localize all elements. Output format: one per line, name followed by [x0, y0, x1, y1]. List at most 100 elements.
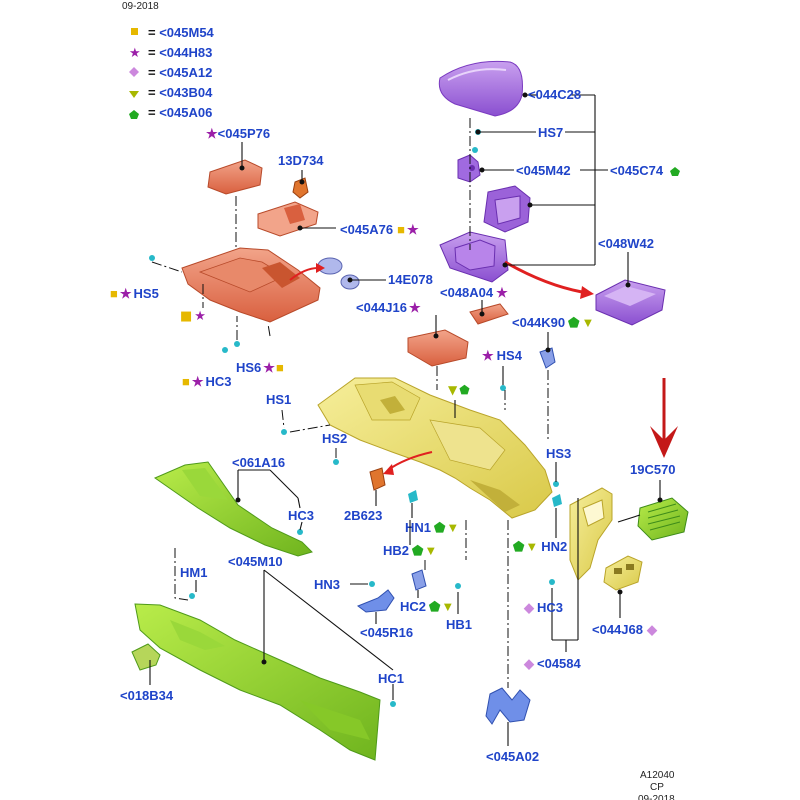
- shifter-housing-part[interactable]: [181, 247, 321, 323]
- clip-2B623-part[interactable]: [369, 467, 386, 491]
- svg-text:= <045A06: = <045A06: [148, 105, 212, 120]
- vent-part[interactable]: [637, 497, 689, 541]
- legend: = <045M54 ★ = <044H83 = <045A12 = <043B0…: [129, 25, 215, 120]
- clip-hc3-right[interactable]: [549, 579, 555, 585]
- nut-hn1[interactable]: [408, 490, 418, 503]
- bolt-hb1[interactable]: [455, 583, 461, 589]
- legend-code: <044H83: [159, 45, 212, 60]
- trim-plate-part[interactable]: [469, 303, 509, 325]
- symbols-squares-stars: ■★: [180, 309, 206, 324]
- label-061A16: <061A16: [232, 455, 285, 470]
- label-044C28: <044C28: [528, 87, 581, 102]
- label-HS2: HS2: [322, 431, 347, 446]
- switch-044J68-part[interactable]: [603, 555, 643, 591]
- legend-pentagon-icon: [129, 110, 139, 119]
- legend-code: <043B04: [159, 85, 213, 100]
- bezel-044J16-part[interactable]: [407, 329, 469, 367]
- screw-hs2[interactable]: [333, 459, 339, 465]
- svg-text:= <045A12: = <045A12: [148, 65, 212, 80]
- bin-mat-part[interactable]: [595, 279, 666, 326]
- nut-hn3[interactable]: [369, 581, 375, 587]
- cap-018B34-part[interactable]: [131, 643, 161, 671]
- label-HM1: HM1: [180, 565, 207, 580]
- legend-eq: =: [148, 105, 156, 120]
- label-HS6: HS6★■: [236, 360, 284, 375]
- legend-triangle-icon: [129, 91, 139, 98]
- side-panel-061A16-part[interactable]: [153, 461, 313, 557]
- label-HC1: HC1: [378, 671, 404, 686]
- screw-hs3[interactable]: [553, 481, 559, 487]
- nut-hn2[interactable]: [552, 494, 562, 507]
- red-arrow-lamp: [289, 267, 319, 281]
- bracket-045A02-part[interactable]: [485, 687, 531, 725]
- label-HN1: HN1⬟▼: [405, 520, 459, 535]
- label-04584: ◆<04584: [523, 656, 582, 671]
- label-19C570: 19C570: [630, 462, 676, 477]
- armrest-bracket-part[interactable]: [483, 185, 531, 233]
- clip-hc2[interactable]: [411, 569, 427, 591]
- legend-diamond-icon: [129, 67, 139, 77]
- label-HC3-left: HC3: [288, 508, 314, 523]
- red-arrow-mat: [504, 260, 583, 294]
- footer-date: 09-2018: [638, 794, 675, 800]
- screw-hs5[interactable]: [149, 255, 155, 261]
- leaders-middle: [433, 300, 551, 440]
- red-down-arrow-head-icon: [650, 426, 678, 458]
- label-14E078: 14E078: [388, 272, 433, 287]
- shifter-panel-part[interactable]: [569, 487, 613, 581]
- label-048W42: <048W42: [598, 236, 654, 251]
- label-HS1: HS1: [266, 392, 291, 407]
- svg-text:= <045M54: = <045M54: [148, 25, 215, 40]
- legend-eq: =: [148, 25, 156, 40]
- console-symbols: ▼⬟: [448, 383, 470, 397]
- legend-eq: =: [148, 85, 156, 100]
- label-044J68: <044J68◆: [592, 622, 658, 637]
- arrow-head-icon: [316, 263, 325, 273]
- label-HN2: ⬟▼HN2: [512, 539, 567, 554]
- label-045P76: ★<045P76: [206, 126, 270, 141]
- label-HS7: HS7: [538, 125, 563, 140]
- label-044J16: <044J16★: [356, 300, 421, 315]
- bracket-045R16-part[interactable]: [356, 589, 395, 613]
- side-panel-045M10-part[interactable]: [134, 603, 381, 761]
- console-body-part[interactable]: [317, 377, 553, 519]
- screw-hs7b[interactable]: [472, 147, 478, 153]
- screw-hs1[interactable]: [281, 429, 287, 435]
- clip-hm1[interactable]: [189, 593, 195, 599]
- clip-hc1[interactable]: [390, 701, 396, 707]
- bin-base-part[interactable]: [439, 231, 509, 283]
- hinge-part[interactable]: [457, 154, 481, 183]
- leaders-green: [149, 469, 509, 746]
- label-045A76: <045A76■★: [340, 222, 419, 237]
- gear-indicator-part[interactable]: [257, 201, 319, 237]
- label-HC3-top: ■★HC3: [182, 374, 232, 389]
- legend-eq: =: [148, 45, 156, 60]
- legend-code: <045M54: [159, 25, 214, 40]
- red-arrow-head-icon: [580, 286, 594, 299]
- pentagon-icon: [670, 167, 680, 176]
- clip-hc3-left[interactable]: [297, 529, 303, 535]
- label-045A02: <045A02: [486, 749, 539, 764]
- label-HN3: HN3: [314, 577, 340, 592]
- label-045M42: <045M42: [516, 163, 571, 178]
- legend-code: <045A06: [159, 105, 212, 120]
- screw-hs4[interactable]: [500, 385, 506, 391]
- lamp-part[interactable]: [317, 257, 360, 290]
- legend-eq: =: [148, 65, 156, 80]
- screw-hs6[interactable]: [234, 341, 240, 347]
- shift-bezel-part[interactable]: [207, 159, 263, 195]
- footer-cp: CP: [650, 782, 664, 793]
- leaders-right: [551, 480, 663, 652]
- leaders-console: [281, 390, 557, 560]
- label-048A04: <048A04★: [440, 285, 508, 300]
- label-045M10: <045M10: [228, 554, 283, 569]
- clip-hc3[interactable]: [222, 347, 228, 353]
- label-045C74: <045C74: [610, 163, 664, 178]
- label-2B623: 2B623: [344, 508, 382, 523]
- armrest-lid-part[interactable]: [438, 60, 523, 117]
- label-HS4: ★HS4: [482, 348, 523, 363]
- legend-code: <045A12: [159, 65, 212, 80]
- label-HS5: ■★HS5: [110, 286, 159, 301]
- label-13D734: 13D734: [278, 153, 324, 168]
